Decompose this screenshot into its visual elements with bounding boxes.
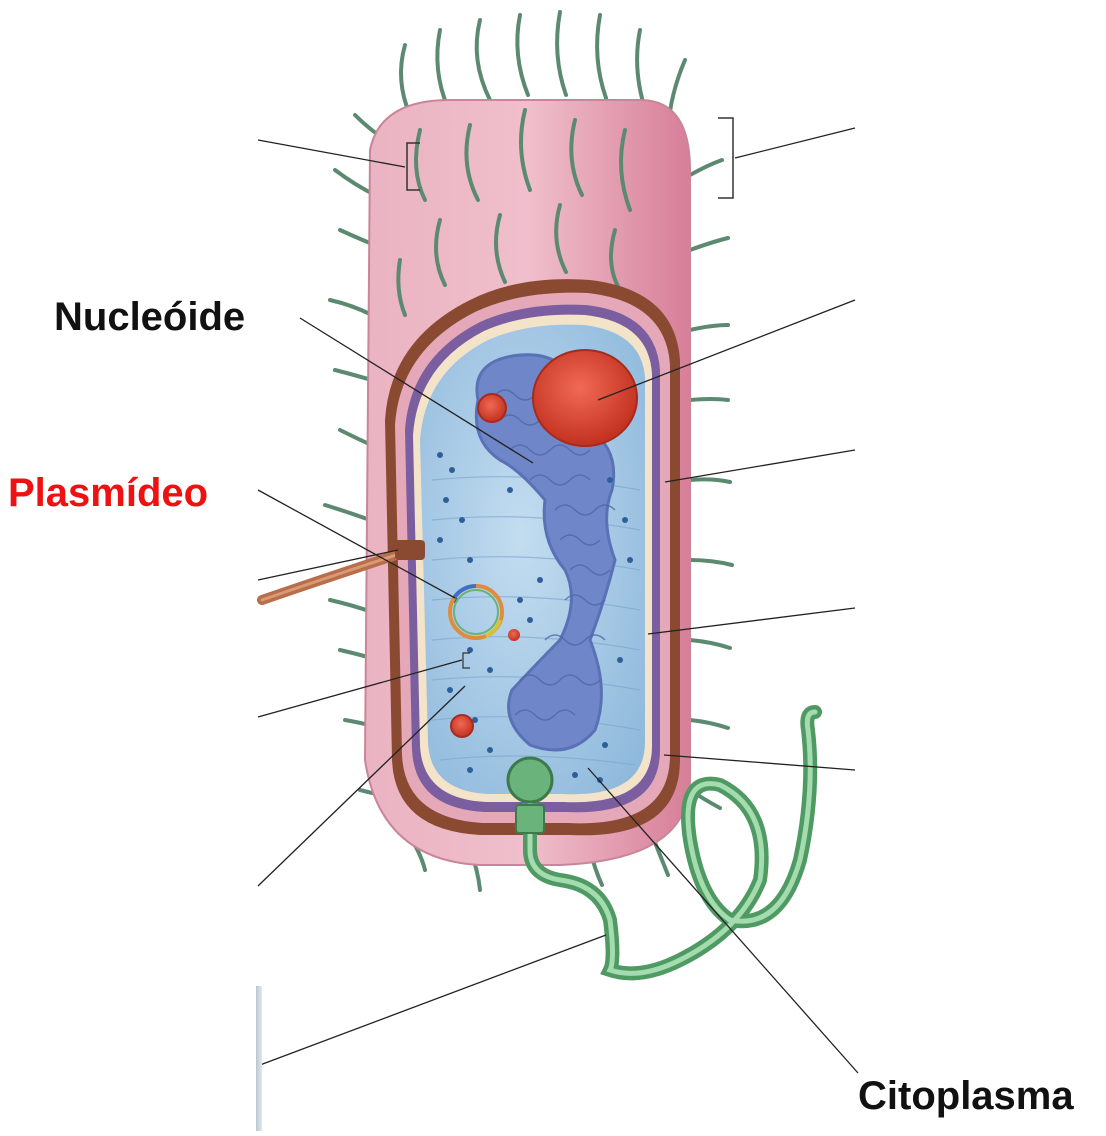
cytoplasm-label: Citoplasma: [858, 1076, 1074, 1116]
small-inclusion-body-2: [451, 715, 473, 737]
small-inclusion-body: [478, 394, 506, 422]
frame-edge: [256, 986, 262, 1131]
large-inclusion-body: [533, 350, 637, 446]
plasmid-label: Plasmídeo: [8, 473, 208, 513]
nucleoid-label: Nucleóide: [54, 297, 245, 337]
capsule-bracket-right: [718, 118, 733, 198]
small-inclusion-body-3: [508, 629, 520, 641]
